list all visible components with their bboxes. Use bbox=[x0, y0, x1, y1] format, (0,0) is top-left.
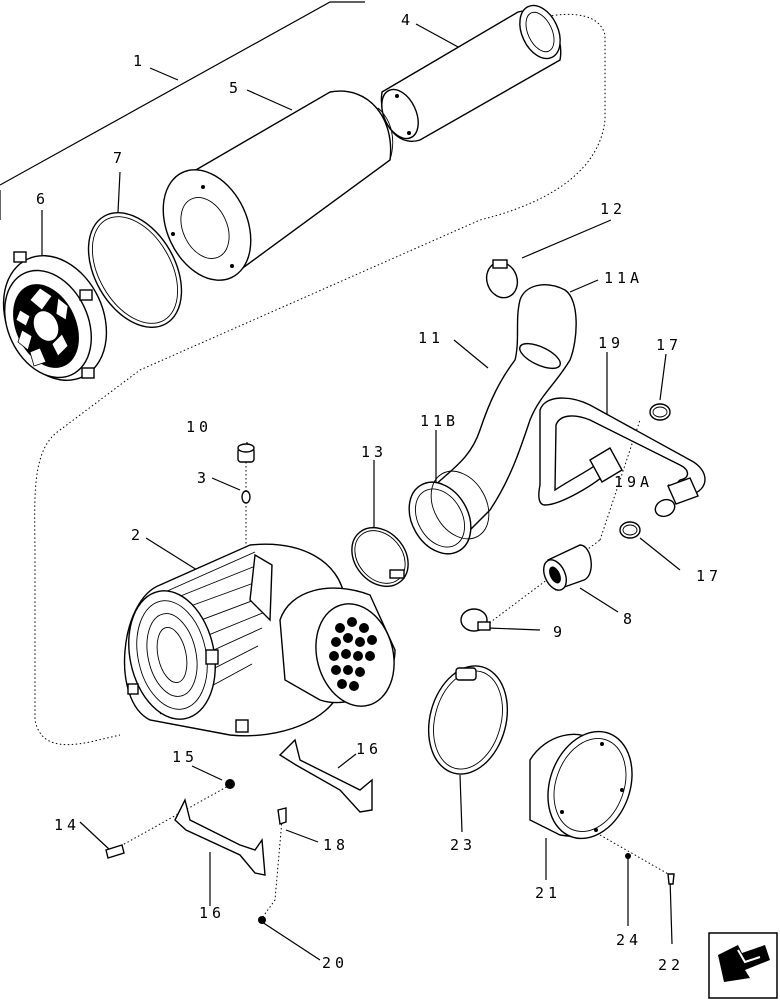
callout-labels: 1 2 3 4 5 6 7 8 9 10 11 11A 11B 12 13 14… bbox=[36, 11, 722, 974]
precleaner-ring bbox=[529, 730, 633, 840]
callout-17-bottom: 17 bbox=[696, 567, 722, 585]
inner-filter-element bbox=[380, 4, 562, 142]
callout-10: 10 bbox=[186, 418, 212, 436]
small-hose-clamp bbox=[649, 403, 671, 421]
assembly-guide-line bbox=[261, 819, 283, 919]
hose-clamp bbox=[351, 526, 409, 588]
leader-lines bbox=[0, 1, 691, 961]
callout-16-top: 16 bbox=[356, 740, 382, 758]
callout-16-bottom: 16 bbox=[199, 904, 225, 922]
mounting-bracket bbox=[278, 738, 373, 813]
callout-19: 19 bbox=[598, 334, 624, 352]
callout-5: 5 bbox=[229, 79, 242, 97]
callout-22: 22 bbox=[658, 956, 684, 974]
callout-9: 9 bbox=[553, 623, 566, 641]
screw bbox=[625, 853, 631, 859]
washer bbox=[258, 916, 266, 924]
hose-clamp bbox=[460, 608, 491, 632]
callout-2: 2 bbox=[131, 526, 144, 544]
hex-nut bbox=[225, 779, 235, 789]
callout-24: 24 bbox=[616, 931, 642, 949]
callout-8: 8 bbox=[623, 610, 636, 628]
bolt bbox=[105, 844, 125, 859]
vacuator-cap bbox=[237, 443, 255, 463]
callout-19a: 19A bbox=[614, 473, 653, 491]
outer-filter-element bbox=[162, 90, 394, 281]
callout-3: 3 bbox=[197, 469, 210, 487]
bolt bbox=[277, 807, 287, 825]
return-arrow-icon[interactable] bbox=[708, 932, 778, 999]
small-hose-clamp bbox=[619, 521, 641, 539]
callout-11: 11 bbox=[418, 329, 444, 347]
callout-4: 4 bbox=[401, 11, 414, 29]
callout-13: 13 bbox=[361, 443, 387, 461]
aspirator-tube bbox=[538, 397, 706, 518]
callout-7: 7 bbox=[113, 149, 126, 167]
callout-23: 23 bbox=[450, 836, 476, 854]
callout-15: 15 bbox=[172, 748, 198, 766]
intake-hose bbox=[408, 284, 577, 555]
callout-17-top: 17 bbox=[656, 336, 682, 354]
callout-6: 6 bbox=[36, 190, 49, 208]
assembly-guide-line bbox=[599, 834, 671, 876]
callout-18: 18 bbox=[323, 836, 349, 854]
assembly-guide-line bbox=[109, 784, 231, 853]
mounting-bracket bbox=[174, 797, 266, 876]
callout-12: 12 bbox=[600, 200, 626, 218]
callout-20: 20 bbox=[322, 954, 348, 972]
band-clamp bbox=[427, 665, 509, 775]
end-cover bbox=[2, 251, 108, 382]
callout-14: 14 bbox=[54, 816, 80, 834]
dust-valve bbox=[542, 544, 592, 591]
callout-21: 21 bbox=[535, 884, 561, 902]
o-ring-seal bbox=[87, 212, 183, 328]
callout-11a: 11A bbox=[604, 269, 643, 287]
air-cleaner-housing bbox=[123, 543, 396, 737]
callout-1: 1 bbox=[133, 52, 146, 70]
hose-clamp bbox=[485, 259, 519, 299]
small-clamp bbox=[241, 490, 251, 504]
screw bbox=[667, 873, 675, 885]
callout-11b: 11B bbox=[420, 412, 459, 430]
